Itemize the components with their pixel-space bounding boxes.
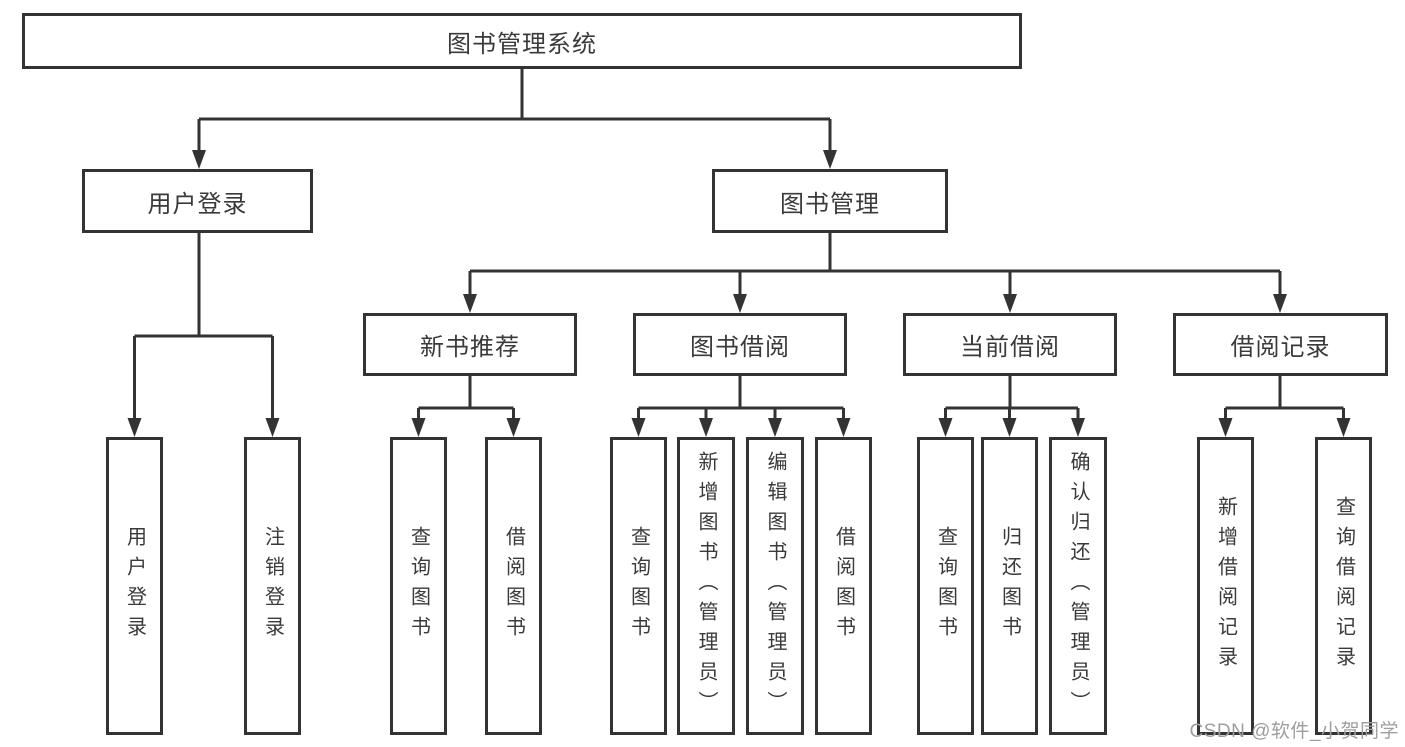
arrowhead-icon	[823, 150, 837, 169]
connector-records-to-leaves	[1224, 376, 1345, 420]
leaf-recommend-query-books: 查询图书	[390, 437, 447, 735]
connector-root-to-level2	[197, 69, 832, 152]
leaf-current-confirm-return-admin: 确认归还（管理员）	[1049, 437, 1107, 735]
connector-userlogin-to-leaves	[133, 233, 274, 420]
connector-currentborrow-to-leaves	[944, 376, 1080, 420]
connector-newbook-to-leaves	[417, 376, 515, 420]
leaf-borrow-add-books-admin: 新增图书（管理员）	[677, 437, 735, 735]
arrowhead-icon	[768, 418, 782, 437]
node-book-management-label: 图书管理	[780, 190, 880, 218]
leaf-records-query-record: 查询借阅记录	[1315, 437, 1372, 735]
leaf-recommend-borrow-books-label: 借阅图书	[502, 526, 525, 646]
node-current-borrowing: 当前借阅	[903, 313, 1117, 376]
connector-bookmgmt-to-level3	[468, 232, 1282, 296]
leaf-current-return-books: 归还图书	[981, 437, 1038, 735]
connector-bookborrow-to-leaves	[637, 376, 845, 420]
leaf-borrow-borrow-books-label: 借阅图书	[832, 526, 855, 646]
leaf-current-query-books: 查询图书	[917, 437, 974, 735]
arrowhead-icon	[1273, 294, 1287, 313]
leaf-user-login-label: 用户登录	[123, 526, 146, 646]
leaf-logout: 注销登录	[244, 437, 301, 735]
node-new-book-recommend-label: 新书推荐	[420, 334, 520, 361]
arrowhead-icon	[1336, 418, 1351, 437]
leaf-records-add-record: 新增借阅记录	[1197, 437, 1254, 735]
arrowhead-icon	[938, 418, 953, 437]
arrowhead-icon	[411, 418, 426, 437]
leaf-borrow-query-books: 查询图书	[610, 437, 667, 735]
leaf-user-login: 用户登录	[106, 437, 163, 735]
leaf-recommend-query-books-label: 查询图书	[407, 526, 430, 646]
leaf-current-return-books-label: 归还图书	[998, 526, 1021, 646]
node-user-login-label: 用户登录	[147, 190, 248, 218]
arrowheads	[127, 150, 1351, 437]
arrowhead-icon	[1071, 418, 1085, 437]
node-root-label: 图书管理系统	[447, 30, 597, 58]
arrowhead-icon	[192, 150, 206, 169]
arrowhead-icon	[506, 418, 521, 437]
node-current-borrowing-label: 当前借阅	[960, 334, 1060, 361]
node-borrowing-records-label: 借阅记录	[1230, 334, 1331, 361]
leaf-borrow-borrow-books: 借阅图书	[815, 437, 872, 735]
node-book-management: 图书管理	[712, 169, 948, 233]
arrowhead-icon	[1003, 294, 1017, 313]
leaf-records-query-record-label: 查询借阅记录	[1332, 496, 1355, 676]
arrowhead-icon	[463, 294, 477, 313]
arrowhead-icon	[1002, 418, 1017, 437]
arrowhead-icon	[631, 418, 646, 437]
arrowhead-icon	[733, 294, 747, 313]
node-book-borrowing-label: 图书借阅	[690, 334, 790, 361]
leaf-records-add-record-label: 新增借阅记录	[1214, 496, 1237, 676]
leaf-current-confirm-return-admin-label: 确认归还（管理员）	[1067, 451, 1089, 721]
leaf-borrow-edit-books-admin-label: 编辑图书（管理员）	[764, 451, 786, 721]
node-root-system: 图书管理系统	[22, 13, 1022, 69]
arrowhead-icon	[127, 418, 142, 437]
node-new-book-recommend: 新书推荐	[363, 313, 577, 376]
node-user-login: 用户登录	[82, 169, 313, 233]
leaf-logout-label: 注销登录	[261, 526, 284, 646]
node-borrowing-records: 借阅记录	[1173, 313, 1388, 376]
leaf-borrow-query-books-label: 查询图书	[627, 526, 650, 646]
leaf-recommend-borrow-books: 借阅图书	[485, 437, 542, 735]
arrowhead-icon	[265, 418, 280, 437]
arrowhead-icon	[1218, 418, 1233, 437]
arrowhead-icon	[836, 418, 851, 437]
csdn-watermark: CSDN @软件_小贺同学	[1189, 721, 1399, 742]
node-book-borrowing: 图书借阅	[633, 313, 847, 376]
leaf-current-query-books-label: 查询图书	[934, 526, 957, 646]
leaf-borrow-edit-books-admin: 编辑图书（管理员）	[746, 437, 804, 735]
arrowhead-icon	[699, 418, 713, 437]
leaf-borrow-add-books-admin-label: 新增图书（管理员）	[695, 451, 717, 721]
